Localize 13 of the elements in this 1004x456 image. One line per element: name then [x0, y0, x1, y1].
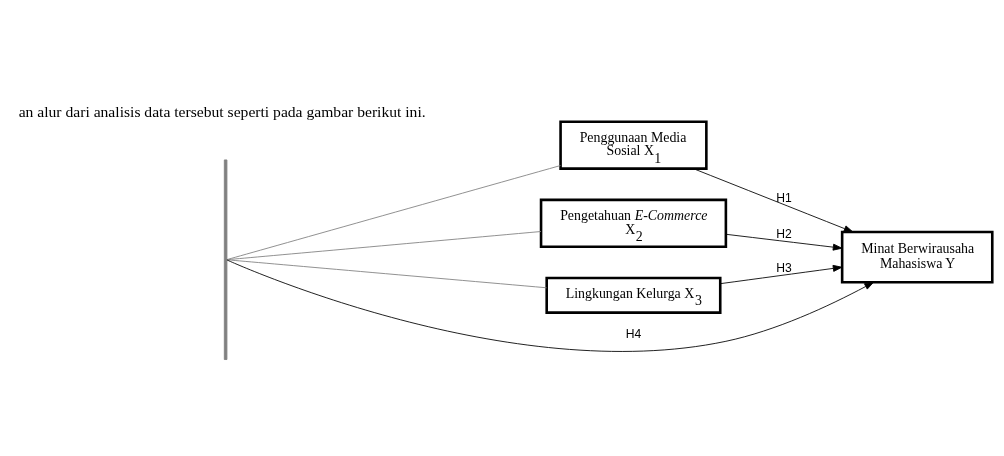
node-bar — [223, 159, 228, 360]
arrow — [720, 264, 843, 284]
edge-label: H4 — [625, 326, 642, 341]
edge-label: H3 — [776, 260, 792, 275]
connector — [226, 258, 548, 288]
node-box: Minat Berwirausaha Mahasiswa Y — [840, 230, 994, 284]
arrow — [725, 233, 843, 251]
edge-label: H1 — [776, 190, 792, 205]
arrow — [693, 167, 854, 232]
edge-label: H2 — [776, 226, 792, 241]
label: an alur dari analisis data tersebut seperti pada gambar berikut ini. — [18, 102, 426, 120]
connector — [226, 164, 561, 260]
arrow — [226, 259, 874, 352]
